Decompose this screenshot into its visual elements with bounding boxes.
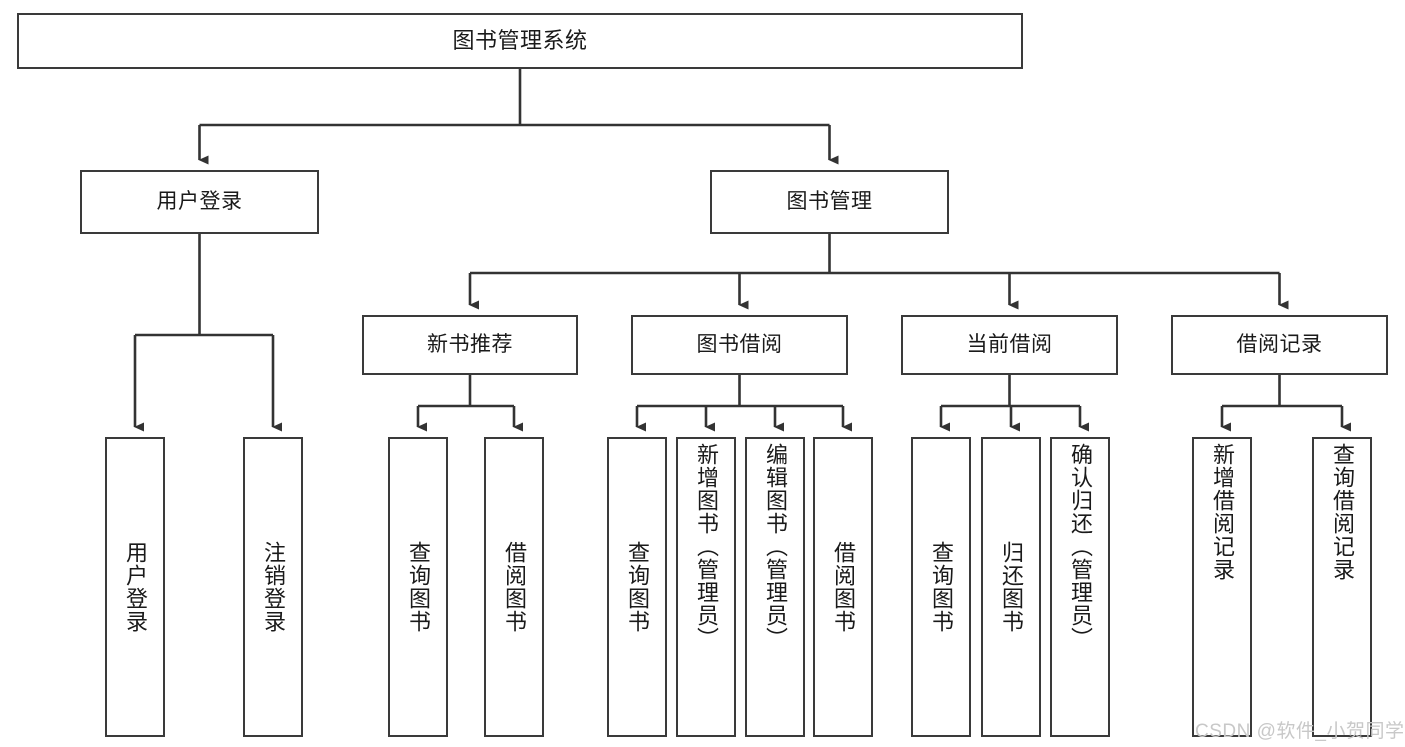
node-label: 查询借阅记录	[1329, 443, 1355, 581]
node-leaf5[interactable]: 查询图书	[607, 437, 667, 737]
node-leaf4[interactable]: 借阅图书	[484, 437, 544, 737]
node-label: 用户登录	[122, 541, 148, 633]
node-label: 新书推荐	[427, 332, 513, 356]
node-leaf10[interactable]: 归还图书	[981, 437, 1041, 737]
node-label: 图书管理系统	[452, 27, 588, 53]
node-label: 归还图书	[998, 541, 1024, 633]
node-label: 用户登录	[156, 189, 243, 213]
node-label: 注销登录	[260, 541, 286, 633]
node-label: 当前借阅	[966, 332, 1053, 356]
node-l3d[interactable]: 借阅记录	[1171, 315, 1388, 375]
node-label: 图书管理	[786, 189, 873, 213]
node-leaf3[interactable]: 查询图书	[388, 437, 448, 737]
node-leaf11[interactable]: 确认归还（管理员）	[1050, 437, 1110, 737]
node-label: 借阅图书	[830, 541, 856, 633]
node-l3a[interactable]: 新书推荐	[362, 315, 578, 375]
node-label: 确认归还（管理员）	[1067, 443, 1093, 650]
node-label: 借阅图书	[501, 541, 527, 633]
watermark-text: CSDN @软件_小贺同学	[1195, 721, 1405, 742]
node-leaf12[interactable]: 新增借阅记录	[1192, 437, 1252, 737]
node-l2a[interactable]: 用户登录	[80, 170, 319, 234]
node-l3c[interactable]: 当前借阅	[901, 315, 1118, 375]
node-label: 图书借阅	[696, 332, 783, 356]
node-leaf8[interactable]: 借阅图书	[813, 437, 873, 737]
node-label: 新增借阅记录	[1209, 443, 1235, 581]
node-l3b[interactable]: 图书借阅	[631, 315, 848, 375]
node-leaf6[interactable]: 新增图书（管理员）	[676, 437, 736, 737]
node-label: 编辑图书（管理员）	[762, 443, 788, 650]
node-l2b[interactable]: 图书管理	[710, 170, 949, 234]
node-leaf1[interactable]: 用户登录	[105, 437, 165, 737]
node-label: 查询图书	[928, 541, 954, 633]
node-leaf9[interactable]: 查询图书	[911, 437, 971, 737]
node-leaf13[interactable]: 查询借阅记录	[1312, 437, 1372, 737]
node-leaf2[interactable]: 注销登录	[243, 437, 303, 737]
node-leaf7[interactable]: 编辑图书（管理员）	[745, 437, 805, 737]
node-root[interactable]: 图书管理系统	[17, 13, 1023, 69]
node-label: 查询图书	[624, 541, 650, 633]
node-label: 查询图书	[405, 541, 431, 633]
node-label: 新增图书（管理员）	[693, 443, 719, 650]
node-label: 借阅记录	[1236, 332, 1323, 356]
